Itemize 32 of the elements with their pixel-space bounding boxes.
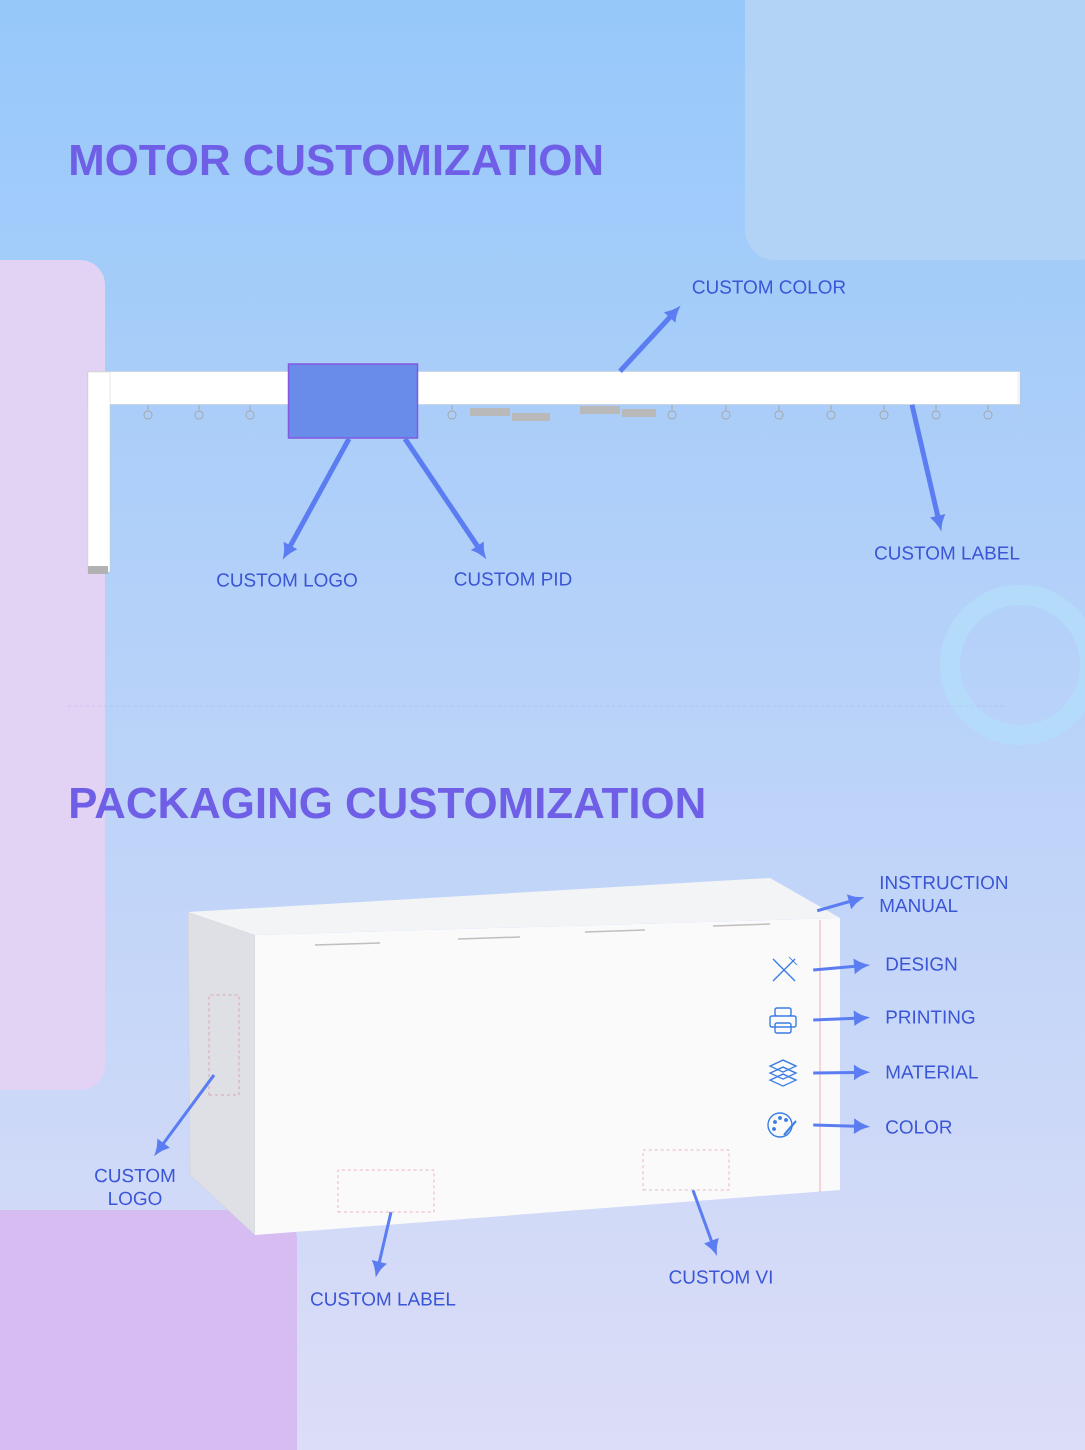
palette-icon bbox=[767, 1112, 797, 1138]
motor-housing bbox=[287, 363, 419, 439]
arrow bbox=[618, 307, 679, 373]
callout-label: CUSTOM LABEL bbox=[311, 1292, 456, 1306]
section-heading: MOTOR CUSTOMIZATION bbox=[71, 144, 602, 176]
arrow bbox=[402, 437, 486, 557]
print-area-outline bbox=[642, 1149, 730, 1191]
callout-label: CUSTOM VI bbox=[669, 1270, 772, 1284]
arrow bbox=[909, 404, 945, 529]
section-heading: PACKAGING CUSTOMIZATION bbox=[71, 787, 704, 819]
printer-icon bbox=[769, 1007, 797, 1034]
callout-label: COLOR bbox=[886, 1120, 952, 1134]
print-area-outline bbox=[208, 994, 240, 1096]
arrow bbox=[816, 895, 862, 913]
arrow bbox=[283, 437, 352, 557]
arrow bbox=[155, 1074, 216, 1154]
arrow bbox=[813, 1065, 867, 1079]
print-area-outline bbox=[337, 1169, 435, 1213]
shipping-box-drawing bbox=[187, 878, 840, 1236]
callout-label: CUSTOM LOGO bbox=[217, 573, 357, 587]
arrow bbox=[372, 1211, 393, 1275]
callout-label: DESIGN bbox=[886, 957, 957, 971]
arrow bbox=[691, 1189, 719, 1253]
design-icon bbox=[772, 956, 798, 982]
arrow bbox=[813, 959, 867, 973]
callout-label: CUSTOM LOGO bbox=[95, 1168, 175, 1206]
callout-label: CUSTOM PID bbox=[454, 572, 572, 586]
callout-label: INSTRUCTION MANUAL bbox=[880, 875, 1007, 913]
callout-label: CUSTOM LABEL bbox=[875, 546, 1020, 560]
callout-label: MATERIAL bbox=[886, 1065, 978, 1079]
callout-label: PRINTING bbox=[886, 1010, 975, 1024]
callout-label: CUSTOM COLOR bbox=[692, 280, 846, 294]
